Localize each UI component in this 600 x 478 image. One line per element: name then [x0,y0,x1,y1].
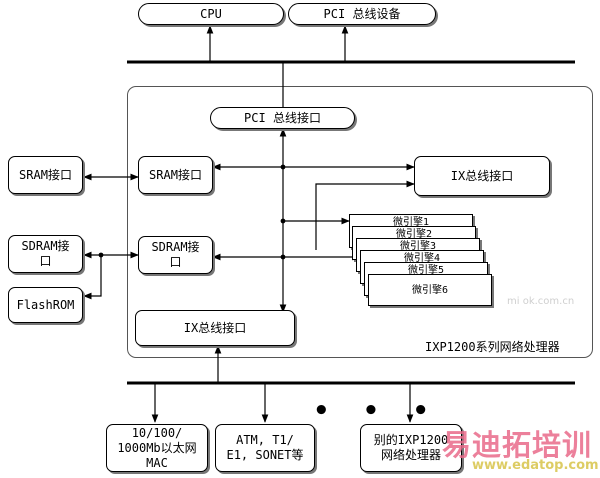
watermark: 易迪拓培训 www.edatop.com [442,420,600,478]
sdram-interface-box: SDRAM接 口 [138,236,213,274]
ix-to-engines-link [315,180,415,250]
watermark-brand: 易迪拓培训 [442,428,593,462]
ellipsis: • • • [313,396,441,426]
pci-device-box: PCI 总线设备 [288,3,436,25]
cpu-box: CPU [138,3,284,25]
flashrom-link [83,255,102,300]
faint-watermark: mi ok.com.cn [507,296,575,307]
pci-interface-box: PCI 总线接口 [210,107,355,129]
other-np-box: 别的IXP1200 网络处理器 [360,424,462,472]
ix-interface-top-box: IX总线接口 [414,156,550,196]
micro-engine-6: 微引擎6 [368,274,492,306]
atm-box: ATM, T1/ E1, SONET等 [215,424,315,472]
ext-sram-box: SRAM接口 [8,156,83,194]
sram-interface-box: SRAM接口 [138,156,213,194]
ethernet-mac-box: 10/100/ 1000Mb以太网 MAC [106,424,208,472]
flashrom-box: FlashROM [8,287,83,323]
ix-interface-bottom-box: IX总线接口 [135,310,295,346]
ext-sdram-box: SDRAM接 口 [8,235,83,273]
watermark-url: www.edatop.com [472,458,599,473]
processor-label: IXP1200系列网络处理器 [425,340,560,354]
